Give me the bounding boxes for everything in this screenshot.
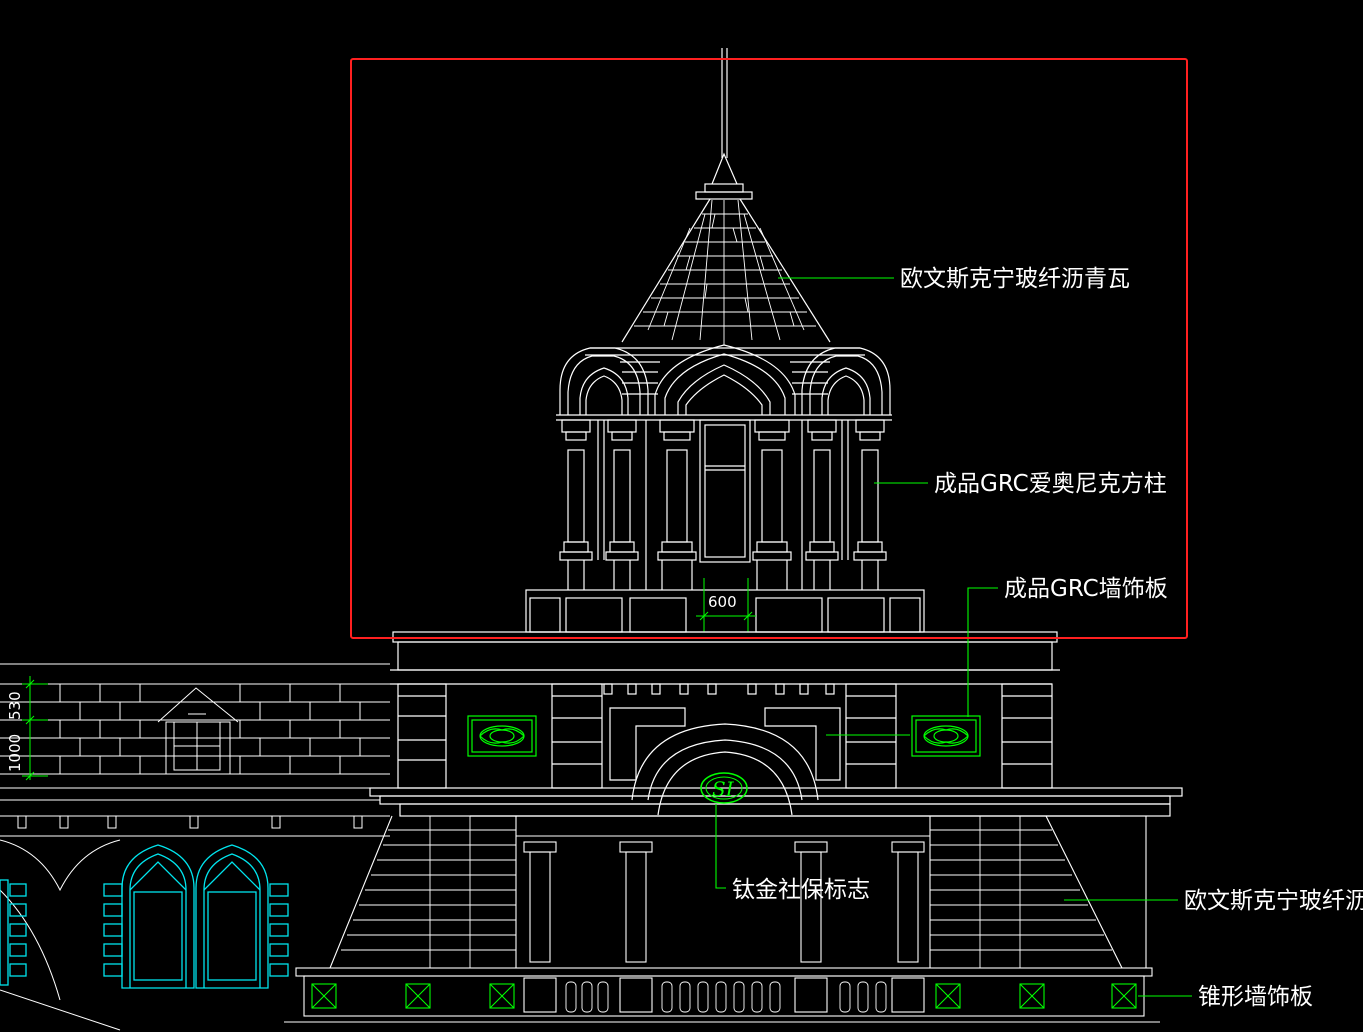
dimension-roof-height xyxy=(22,676,48,781)
cupola xyxy=(525,48,925,633)
left-roof xyxy=(0,663,390,1031)
annotation-grc-column: 成品GRC爱奥尼克方柱 xyxy=(934,471,1167,497)
cone-wall-panels xyxy=(311,983,1137,1009)
dimension-label-part: 530 xyxy=(6,691,24,720)
highlight-box xyxy=(350,58,1188,639)
si-logo: SI xyxy=(700,772,748,804)
annotation-roof-tile-upper: 欧文斯克宁玻纤沥青瓦 xyxy=(900,266,1130,292)
annotation-logo-sign: 钛金社保标志 xyxy=(732,877,870,903)
gothic-windows xyxy=(0,844,289,989)
annotation-grc-wall-panel: 成品GRC墙饰板 xyxy=(1004,576,1168,602)
main-facade xyxy=(369,631,1183,817)
logo-text: SI xyxy=(712,777,735,801)
grc-wall-panels xyxy=(467,715,981,757)
dimension-label-opening-width: 600 xyxy=(708,593,737,611)
leader-lines xyxy=(715,277,1192,997)
ionic-columns xyxy=(559,419,887,590)
lower-portico xyxy=(284,815,1160,1023)
cone-tiles xyxy=(634,199,816,345)
annotation-roof-tile-lower: 欧文斯克宁玻纤沥青 xyxy=(1184,888,1363,914)
annotation-cone-wall-panel: 锥形墙饰板 xyxy=(1198,984,1313,1010)
dimension-label-total: 1000 xyxy=(6,734,24,772)
dimension-600 xyxy=(696,578,756,632)
